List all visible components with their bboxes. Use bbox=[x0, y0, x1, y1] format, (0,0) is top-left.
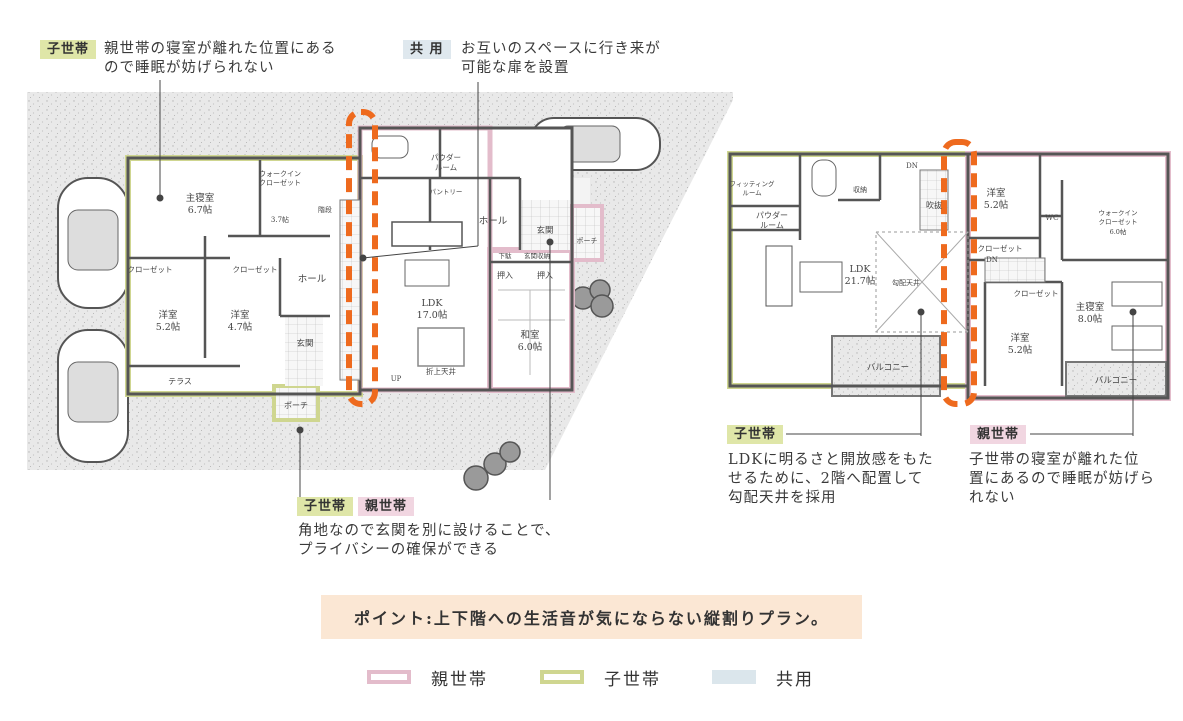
legend-label-parent: 親世帯 bbox=[431, 669, 488, 690]
svg-text:パントリー: パントリー bbox=[430, 188, 463, 196]
svg-text:押入: 押入 bbox=[537, 270, 553, 280]
svg-text:ウォークイン: ウォークイン bbox=[1099, 209, 1138, 217]
svg-text:ルーム: ルーム bbox=[742, 189, 762, 197]
room-ldk-1f: LDK bbox=[421, 298, 443, 309]
svg-text:5.2帖: 5.2帖 bbox=[1008, 344, 1033, 356]
svg-text:クローゼット: クローゼット bbox=[978, 243, 1023, 253]
svg-text:勾配天井: 勾配天井 bbox=[892, 278, 920, 287]
callout-text-right-child: LDKに明るさと開放感をもた せるために、2階へ配置して 勾配天井を採用 bbox=[728, 452, 934, 506]
svg-text:ポーチ: ポーチ bbox=[284, 401, 308, 410]
svg-text:WC: WC bbox=[1045, 213, 1059, 222]
svg-text:折上天井: 折上天井 bbox=[426, 366, 456, 376]
svg-text:クローゼット: クローゼット bbox=[128, 264, 173, 274]
svg-text:パウダー: パウダー bbox=[431, 152, 461, 162]
callout-text-right-parent: 子世帯の寝室が離れた位 置にあるので睡眠が妨げら れない bbox=[969, 452, 1155, 506]
callout-tag-child-topleft: 子世帯 bbox=[40, 40, 97, 59]
svg-text:下駄: 下駄 bbox=[499, 251, 513, 260]
callout-text-topcenter: お互いのスペースに行き来が 可能な扉を設置 bbox=[461, 41, 661, 76]
svg-text:ルーム: ルーム bbox=[760, 221, 784, 230]
svg-text:ウォークイン: ウォークイン bbox=[259, 170, 301, 178]
svg-text:クローゼット: クローゼット bbox=[1014, 288, 1059, 298]
room-western-d: 洋室 bbox=[1010, 332, 1029, 344]
svg-text:6.0帖: 6.0帖 bbox=[1110, 227, 1127, 236]
svg-text:テラス: テラス bbox=[168, 377, 192, 386]
svg-text:ホール: ホール bbox=[298, 274, 327, 285]
legend-swatch-shared bbox=[712, 670, 756, 684]
room-western-c: 洋室 bbox=[986, 187, 1005, 199]
floor2-house bbox=[727, 151, 1171, 401]
svg-text:UP: UP bbox=[391, 375, 402, 383]
legend-label-shared: 共用 bbox=[776, 669, 814, 690]
svg-text:収納: 収納 bbox=[853, 185, 867, 194]
svg-text:5.2帖: 5.2帖 bbox=[984, 199, 1009, 211]
callout-text-topleft: 親世帯の寝室が離れた位置にある ので睡眠が妨げられない bbox=[104, 41, 337, 76]
svg-text:玄関: 玄関 bbox=[296, 338, 313, 349]
svg-text:8.0帖: 8.0帖 bbox=[1078, 313, 1103, 325]
legend-swatch-parent bbox=[367, 670, 411, 684]
svg-text:ホール: ホール bbox=[479, 216, 508, 227]
svg-text:フィッティング: フィッティング bbox=[730, 179, 775, 188]
svg-text:6.7帖: 6.7帖 bbox=[188, 204, 213, 216]
room-western-b: 洋室 bbox=[230, 309, 249, 321]
room-master-2f: 主寝室 bbox=[1076, 301, 1105, 313]
floor1-labels: 主寝室 6.7帖 ウォークイン クローゼット 3.7帖 クローゼット クローゼッ… bbox=[128, 152, 598, 410]
callout-text-bottomcenter: 角地なので玄関を別に設けることで、 プライバシーの確保ができる bbox=[298, 523, 561, 558]
svg-text:押入: 押入 bbox=[497, 270, 513, 280]
legend-child: 子世帯 bbox=[540, 664, 661, 690]
point-banner: ポイント:上下階への生活音が気にならない縦割りプラン。 bbox=[321, 595, 862, 639]
svg-text:玄関: 玄関 bbox=[536, 225, 553, 236]
callout-tag-child-bottom: 子世帯 bbox=[297, 497, 354, 516]
room-master: 主寝室 bbox=[186, 192, 215, 204]
callout-tag-parent-right: 親世帯 bbox=[970, 425, 1027, 444]
legend-label-child: 子世帯 bbox=[604, 669, 661, 690]
svg-text:クローゼット: クローゼット bbox=[233, 264, 278, 274]
callout-tag-child-right: 子世帯 bbox=[727, 425, 784, 444]
legend-shared: 共用 bbox=[712, 664, 814, 690]
room-washitsu: 和室 bbox=[520, 329, 539, 341]
room-western-a: 洋室 bbox=[158, 309, 177, 321]
svg-text:ポーチ: ポーチ bbox=[577, 237, 598, 245]
svg-text:クローゼット: クローゼット bbox=[1099, 217, 1138, 226]
svg-text:DN: DN bbox=[986, 256, 998, 264]
svg-text:吹抜: 吹抜 bbox=[926, 200, 942, 210]
svg-text:3.7帖: 3.7帖 bbox=[271, 215, 289, 224]
svg-text:4.7帖: 4.7帖 bbox=[228, 321, 253, 333]
divider-lines bbox=[346, 109, 977, 407]
legend-swatch-child bbox=[540, 670, 584, 684]
room-ldk-2f: LDK bbox=[849, 264, 871, 275]
car-left-top bbox=[57, 177, 129, 309]
svg-text:玄関収納: 玄関収納 bbox=[524, 251, 550, 260]
svg-text:階段: 階段 bbox=[318, 205, 332, 214]
svg-text:21.7帖: 21.7帖 bbox=[845, 275, 876, 287]
svg-text:17.0帖: 17.0帖 bbox=[417, 309, 448, 321]
svg-text:クローゼット: クローゼット bbox=[259, 178, 301, 187]
svg-text:DN: DN bbox=[906, 162, 918, 170]
svg-text:6.0帖: 6.0帖 bbox=[518, 341, 543, 353]
callout-tag-parent-bottom: 親世帯 bbox=[358, 497, 415, 516]
leader-lines bbox=[156, 80, 1137, 500]
svg-text:5.2帖: 5.2帖 bbox=[156, 321, 181, 333]
legend-parent: 親世帯 bbox=[367, 664, 488, 690]
car-left-bottom bbox=[57, 329, 129, 463]
svg-text:ルーム: ルーム bbox=[435, 163, 457, 172]
svg-text:バルコニー: バルコニー bbox=[1095, 376, 1137, 386]
callout-tag-shared: 共 用 bbox=[403, 40, 451, 59]
svg-text:バルコニー: バルコニー bbox=[867, 363, 909, 373]
svg-text:パウダー: パウダー bbox=[756, 210, 788, 220]
floor1-house bbox=[125, 125, 604, 422]
floor2-labels: フィッティング ルーム パウダー ルーム 収納 LDK 21.7帖 勾配天井 吹… bbox=[730, 162, 1138, 386]
